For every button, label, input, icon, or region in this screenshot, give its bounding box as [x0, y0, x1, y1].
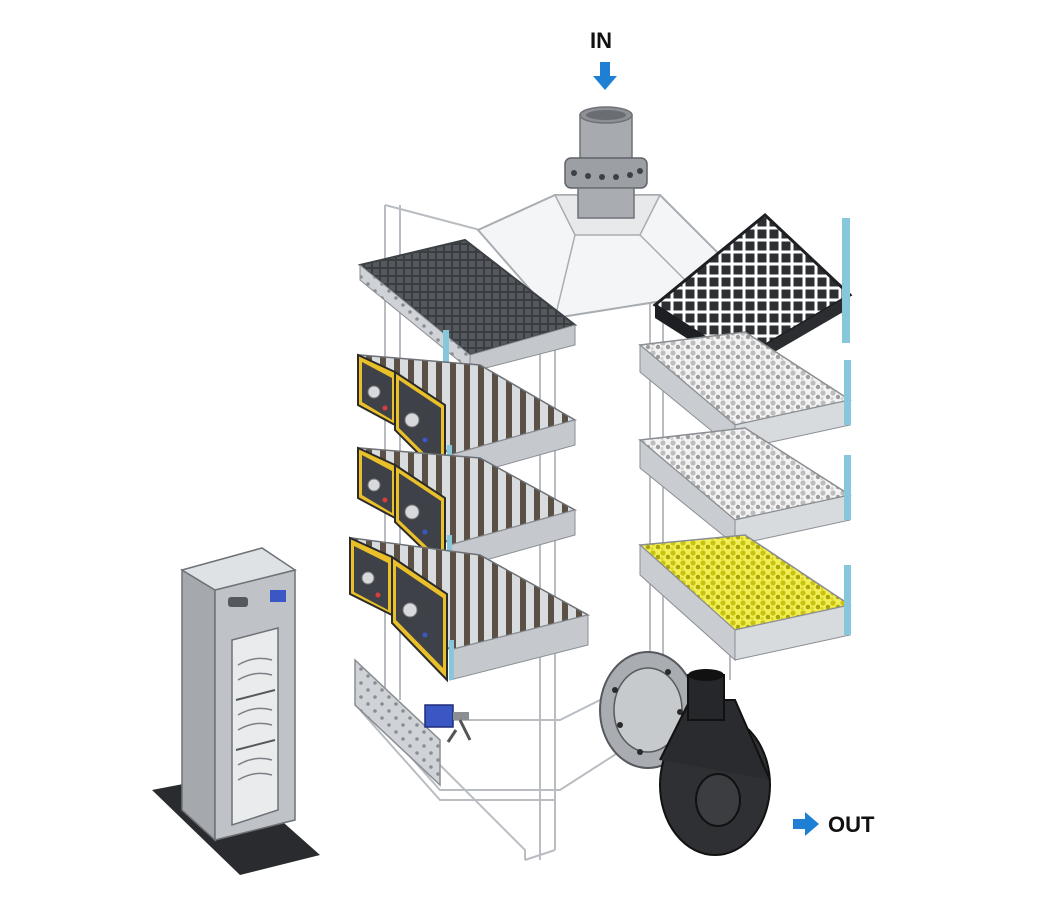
inlet-arrow-icon [593, 62, 617, 90]
media-tray-grey-2 [638, 427, 852, 547]
inlet-label: IN [590, 28, 612, 53]
uv-lamp-tray-3 [349, 536, 591, 683]
media-tray-yellow [638, 534, 852, 662]
media-tray-grey-1 [638, 331, 852, 452]
filter-panel [357, 238, 578, 373]
outlet-label: OUT [828, 812, 875, 837]
blower-fan [599, 651, 771, 856]
outlet-arrow-icon [793, 812, 819, 836]
uv-lamp-tray-1 [357, 353, 577, 483]
bottom-filter-panel [354, 658, 441, 787]
pump [424, 704, 472, 743]
control-cabinet [152, 547, 320, 875]
inlet-duct [564, 106, 648, 219]
